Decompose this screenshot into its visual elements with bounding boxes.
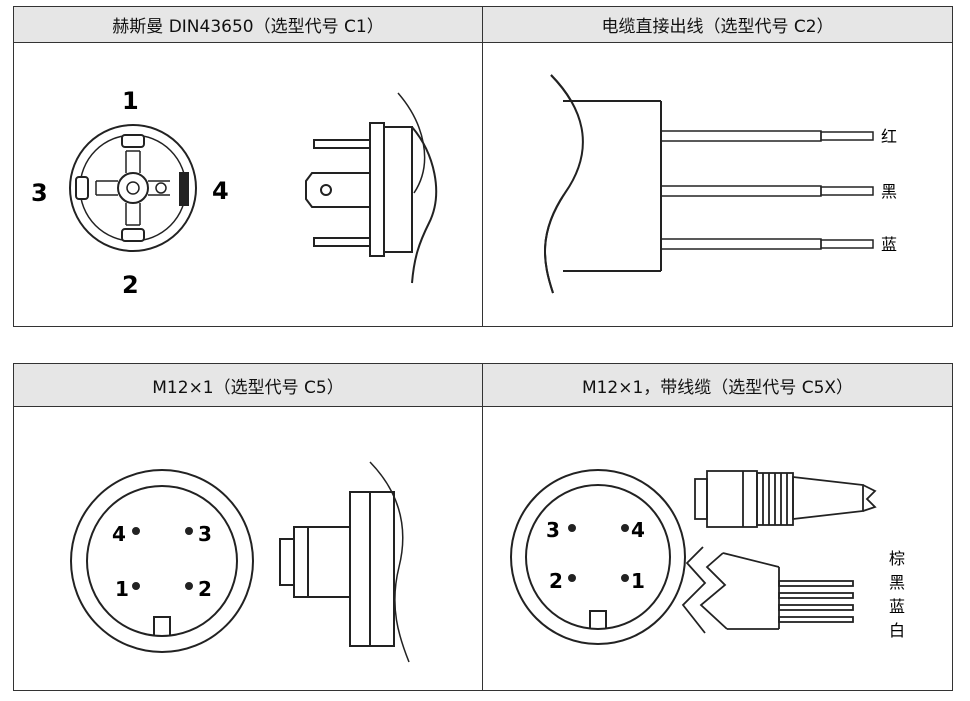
c5-pin-1-label: 1 — [115, 577, 129, 601]
c5x-pin-2-label: 2 — [549, 569, 563, 593]
c1-pin-2-label: 2 — [122, 271, 139, 299]
cable-body — [543, 74, 662, 294]
m12-drawing: 4 3 1 2 — [70, 461, 410, 663]
m12x-cable-end — [681, 546, 854, 634]
connector-table-bottom: M12×1（选型代号 C5） M12×1，带线缆（选型代号 C5X） 4 3 1… — [13, 363, 953, 691]
din43650-side-view — [305, 92, 438, 284]
header-c5x: M12×1，带线缆（选型代号 C5X） — [483, 364, 952, 407]
m12x-front-view — [510, 469, 686, 645]
c1-pin-3-label: 3 — [31, 179, 48, 207]
m12-cable-drawing: 3 4 2 1 — [510, 469, 905, 645]
header-c5: M12×1（选型代号 C5） — [14, 364, 483, 407]
c5-pin-4-label: 4 — [112, 522, 126, 546]
c5-pin-3-label: 3 — [198, 522, 212, 546]
diagram-c2: 红 黑 蓝 — [483, 43, 952, 326]
wire-blue-label: 蓝 — [881, 235, 897, 254]
wire-red-label: 红 — [881, 127, 897, 146]
cable-wires — [660, 130, 874, 250]
c5x-pin-4-label: 4 — [631, 518, 645, 542]
c5-pin-2-label: 2 — [198, 577, 212, 601]
c1-pin-4-label: 4 — [212, 177, 229, 205]
connector-table-top: 赫斯曼 DIN43650（选型代号 C1） 电缆直接出线（选型代号 C2） 1 — [13, 6, 953, 327]
m12-side-view — [279, 461, 410, 663]
header-c5x-label: M12×1，带线缆（选型代号 C5X） — [581, 377, 854, 398]
diagram-c5: 4 3 1 2 — [14, 407, 483, 690]
header-c1-label: 赫斯曼 DIN43650（选型代号 C1） — [112, 17, 384, 37]
din43650-drawing: 1 2 3 4 — [31, 87, 438, 299]
m12x-plug-body — [694, 470, 877, 528]
diagram-c1: 1 2 3 4 — [14, 43, 483, 326]
header-c2-label: 电缆直接出线（选型代号 C2） — [601, 17, 834, 37]
header-c2: 电缆直接出线（选型代号 C2） — [483, 7, 952, 43]
wire-blue-label-c5x: 蓝 — [889, 597, 905, 616]
m12-front-view — [70, 469, 254, 653]
wire-white-label: 白 — [889, 621, 905, 640]
wire-black-label-c5x: 黑 — [889, 573, 905, 592]
header-c5-label: M12×1（选型代号 C5） — [152, 377, 344, 398]
wire-black-label: 黑 — [881, 182, 897, 201]
c5x-pin-1-label: 1 — [631, 569, 645, 593]
wire-brown-label: 棕 — [889, 549, 905, 568]
header-c1: 赫斯曼 DIN43650（选型代号 C1） — [14, 7, 483, 43]
diagram-c5x: 3 4 2 1 — [483, 407, 952, 690]
din43650-front-view — [69, 124, 197, 252]
cable-drawing: 红 黑 蓝 — [543, 74, 897, 294]
c5x-pin-3-label: 3 — [546, 518, 560, 542]
c1-pin-1-label: 1 — [122, 87, 139, 115]
